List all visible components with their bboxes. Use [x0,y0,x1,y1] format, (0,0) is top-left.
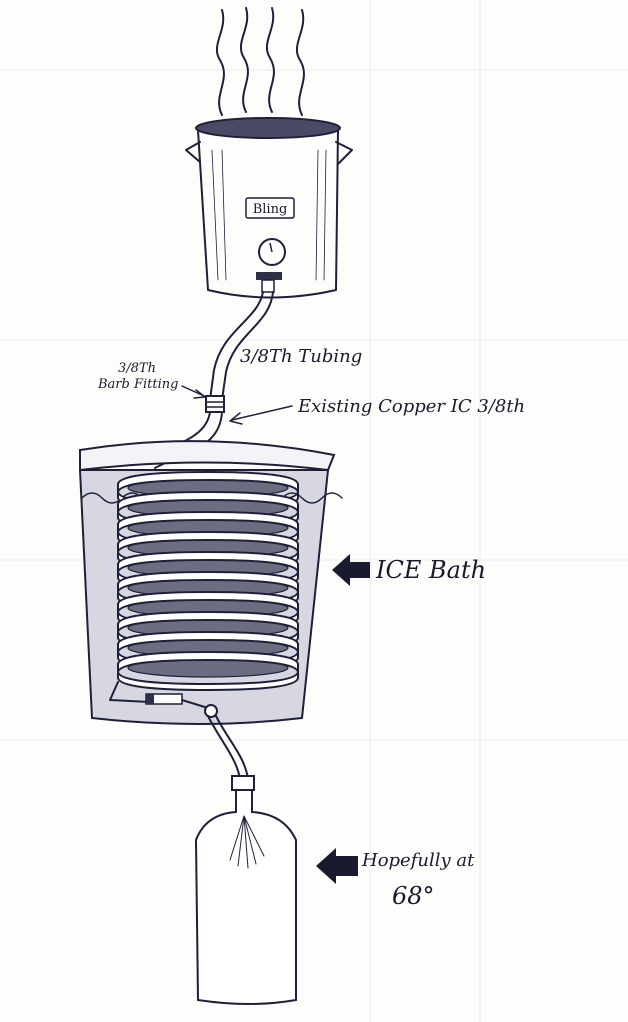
kettle-handle-left [185,141,201,163]
barb-fitting-label-line2: Barb Fitting [97,377,178,392]
kettle-rim [195,117,341,139]
barb-fitting [205,395,225,413]
kettle-badge-text: Bling [253,202,288,217]
outlet-tubing [109,681,249,781]
carboy-body [194,789,297,1005]
carboy-arrow-icon [316,848,358,884]
barb-fitting-label-line1: 3/8Th [118,361,156,376]
carboy [194,775,297,1005]
kettle-valve [256,272,282,293]
transfer-tubing [209,291,274,401]
carboy-label-line2: 68° [392,882,435,910]
carboy-cap [231,775,255,791]
thermometer-icon [258,238,286,266]
brew-kettle: Bling [185,117,353,299]
barb-fitting-arrow-icon [181,385,206,399]
coil-loop [117,650,299,692]
ice-bath-arrow-icon [332,554,370,586]
copper-ic-label: Existing Copper IC 3/8th [297,396,525,417]
bucket-top [79,440,336,472]
steam-wisps [215,7,305,116]
kettle-handle-right [335,141,353,165]
kettle-badge [245,197,295,219]
copper-ic-arrow-icon [229,405,293,425]
immersion-chiller-coil [117,470,299,692]
kettle-body [197,129,339,299]
spray-lines [229,815,265,869]
tubing-label: 3/8Th Tubing [240,346,362,367]
carboy-label-line1: Hopefully at [361,850,475,871]
ice-bath-label: ICE Bath [375,556,486,584]
